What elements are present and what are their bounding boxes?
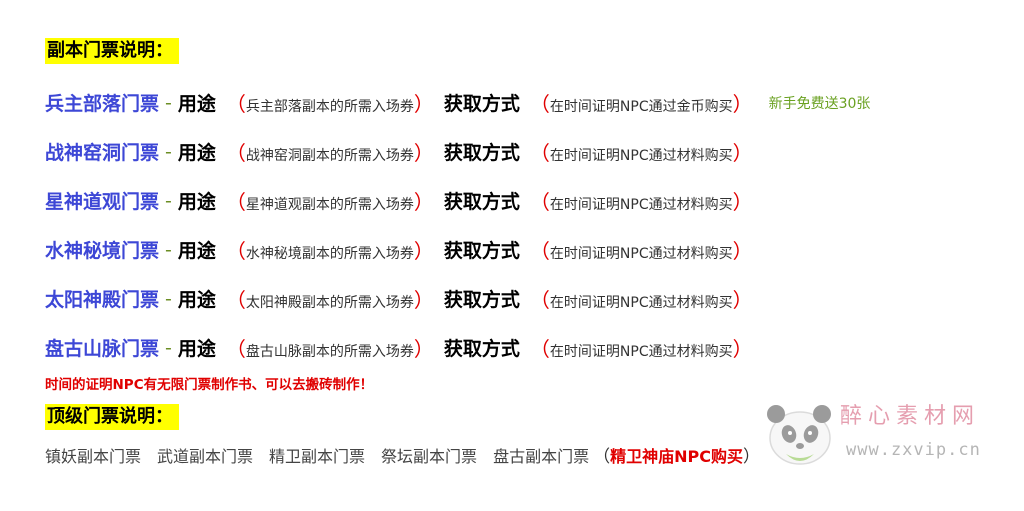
- top-ticket-item: 祭坛副本门票: [381, 446, 478, 466]
- close-paren: ）: [732, 190, 753, 214]
- use-label: 用途: [177, 338, 216, 360]
- get-label: 获取方式: [443, 240, 520, 262]
- watermark-site-name: 醉心素材网: [840, 404, 981, 429]
- top-ticket-item: 镇妖副本门票: [45, 446, 142, 466]
- ticket-row: 太阳神殿门票 - 用途 （太阳神殿副本的所需入场券） 获取方式 （在时间证明NP…: [45, 274, 1004, 323]
- open-paren: （: [225, 288, 246, 312]
- ticket-list: 兵主部落门票 - 用途 （兵主部落副本的所需入场券） 获取方式 （在时间证明NP…: [45, 78, 1004, 372]
- use-label: 用途: [177, 289, 216, 311]
- open-paren: （: [529, 239, 550, 263]
- use-text: 盘古山脉副本的所需入场券: [245, 344, 414, 360]
- close-paren: ）: [742, 447, 760, 467]
- use-text: 战神窑洞副本的所需入场券: [245, 148, 414, 164]
- open-paren: （: [225, 239, 246, 263]
- site-watermark: 醉心素材网 www.zxvip.cn: [760, 396, 1020, 486]
- ticket-name: 水神秘境门票: [45, 240, 160, 262]
- ticket-row: 盘古山脉门票 - 用途 （盘古山脉副本的所需入场券） 获取方式 （在时间证明NP…: [45, 323, 1004, 372]
- use-group: （星神道观副本的所需入场券）: [226, 186, 434, 215]
- ticket-row: 兵主部落门票 - 用途 （兵主部落副本的所需入场券） 获取方式 （在时间证明NP…: [45, 78, 1004, 127]
- top-ticket-item: 精卫副本门票: [269, 446, 366, 466]
- use-text: 兵主部落副本的所需入场券: [245, 99, 414, 115]
- close-paren: ）: [413, 190, 434, 214]
- close-paren: ）: [413, 92, 434, 116]
- ticket-name: 盘古山脉门票: [45, 338, 160, 360]
- get-group: （在时间证明NPC通过材料购买）: [530, 186, 753, 215]
- open-paren: （: [529, 190, 550, 214]
- get-text: 在时间证明NPC通过材料购买: [549, 295, 733, 311]
- open-paren: （: [225, 141, 246, 165]
- open-paren: （: [593, 447, 611, 467]
- get-text: 在时间证明NPC通过材料购买: [549, 148, 733, 164]
- use-label: 用途: [177, 93, 216, 115]
- get-text: 在时间证明NPC通过材料购买: [549, 246, 733, 262]
- ticket-row: 战神窑洞门票 - 用途 （战神窑洞副本的所需入场券） 获取方式 （在时间证明NP…: [45, 127, 1004, 176]
- close-paren: ）: [732, 141, 753, 165]
- get-group: （在时间证明NPC通过材料购买）: [530, 235, 753, 264]
- close-paren: ）: [413, 141, 434, 165]
- get-label: 获取方式: [443, 93, 520, 115]
- ticket-name: 太阳神殿门票: [45, 289, 160, 311]
- open-paren: （: [225, 92, 246, 116]
- use-text: 星神道观副本的所需入场券: [245, 197, 414, 213]
- top-ticket-item: 武道副本门票: [157, 446, 254, 466]
- section-title-dungeon-tickets: 副本门票说明：: [45, 38, 179, 64]
- get-label: 获取方式: [443, 338, 520, 360]
- separator: -: [165, 336, 172, 359]
- get-label: 获取方式: [443, 289, 520, 311]
- close-paren: ）: [413, 239, 434, 263]
- separator: -: [165, 238, 172, 261]
- separator: -: [165, 287, 172, 310]
- top-ticket-item: 盘古副本门票: [493, 446, 590, 466]
- get-text: 在时间证明NPC通过材料购买: [549, 344, 733, 360]
- use-text: 水神秘境副本的所需入场券: [245, 246, 414, 262]
- open-paren: （: [225, 337, 246, 361]
- ticket-guide: 副本门票说明： 兵主部落门票 - 用途 （兵主部落副本的所需入场券） 获取方式 …: [45, 38, 1004, 467]
- top-ticket-list: 镇妖副本门票 武道副本门票 精卫副本门票 祭坛副本门票 盘古副本门票 （ 精卫神…: [45, 442, 1004, 468]
- ticket-row: 星神道观门票 - 用途 （星神道观副本的所需入场券） 获取方式 （在时间证明NP…: [45, 176, 1004, 225]
- open-paren: （: [529, 141, 550, 165]
- use-label: 用途: [177, 240, 216, 262]
- ticket-name: 星神道观门票: [45, 191, 160, 213]
- crafting-note: 时间的证明NPC有无限门票制作书、可以去搬砖制作！: [45, 377, 374, 393]
- use-text: 太阳神殿副本的所需入场券: [245, 295, 414, 311]
- close-paren: ）: [413, 337, 434, 361]
- open-paren: （: [529, 337, 550, 361]
- separator: -: [165, 91, 172, 114]
- ticket-row: 水神秘境门票 - 用途 （水神秘境副本的所需入场券） 获取方式 （在时间证明NP…: [45, 225, 1004, 274]
- get-group: （在时间证明NPC通过金币购买）: [530, 88, 753, 117]
- open-paren: （: [529, 288, 550, 312]
- get-group: （在时间证明NPC通过材料购买）: [530, 284, 753, 313]
- get-group: （在时间证明NPC通过材料购买）: [530, 333, 753, 362]
- use-group: （太阳神殿副本的所需入场券）: [226, 284, 434, 313]
- get-text: 在时间证明NPC通过金币购买: [549, 99, 733, 115]
- use-group: （战神窑洞副本的所需入场券）: [226, 137, 434, 166]
- get-text: 在时间证明NPC通过材料购买: [549, 197, 733, 213]
- use-group: （盘古山脉副本的所需入场券）: [226, 333, 434, 362]
- watermark-url: www.zxvip.cn: [846, 440, 981, 460]
- ticket-name: 战神窑洞门票: [45, 142, 160, 164]
- get-label: 获取方式: [443, 191, 520, 213]
- get-group: （在时间证明NPC通过材料购买）: [530, 137, 753, 166]
- use-label: 用途: [177, 191, 216, 213]
- close-paren: ）: [413, 288, 434, 312]
- bonus-text: 新手免费送30张: [768, 95, 871, 112]
- close-paren: ）: [732, 92, 753, 116]
- use-group: （兵主部落副本的所需入场券）: [226, 88, 434, 117]
- close-paren: ）: [732, 239, 753, 263]
- section-title-top-tickets: 顶级门票说明：: [45, 404, 179, 430]
- open-paren: （: [529, 92, 550, 116]
- get-label: 获取方式: [443, 142, 520, 164]
- panda-icon: [767, 405, 831, 465]
- open-paren: （: [225, 190, 246, 214]
- close-paren: ）: [732, 337, 753, 361]
- ticket-name: 兵主部落门票: [45, 93, 160, 115]
- separator: -: [165, 140, 172, 163]
- separator: -: [165, 189, 172, 212]
- use-group: （水神秘境副本的所需入场券）: [226, 235, 434, 264]
- use-label: 用途: [177, 142, 216, 164]
- top-ticket-source: 精卫神庙NPC购买: [610, 446, 743, 466]
- close-paren: ）: [732, 288, 753, 312]
